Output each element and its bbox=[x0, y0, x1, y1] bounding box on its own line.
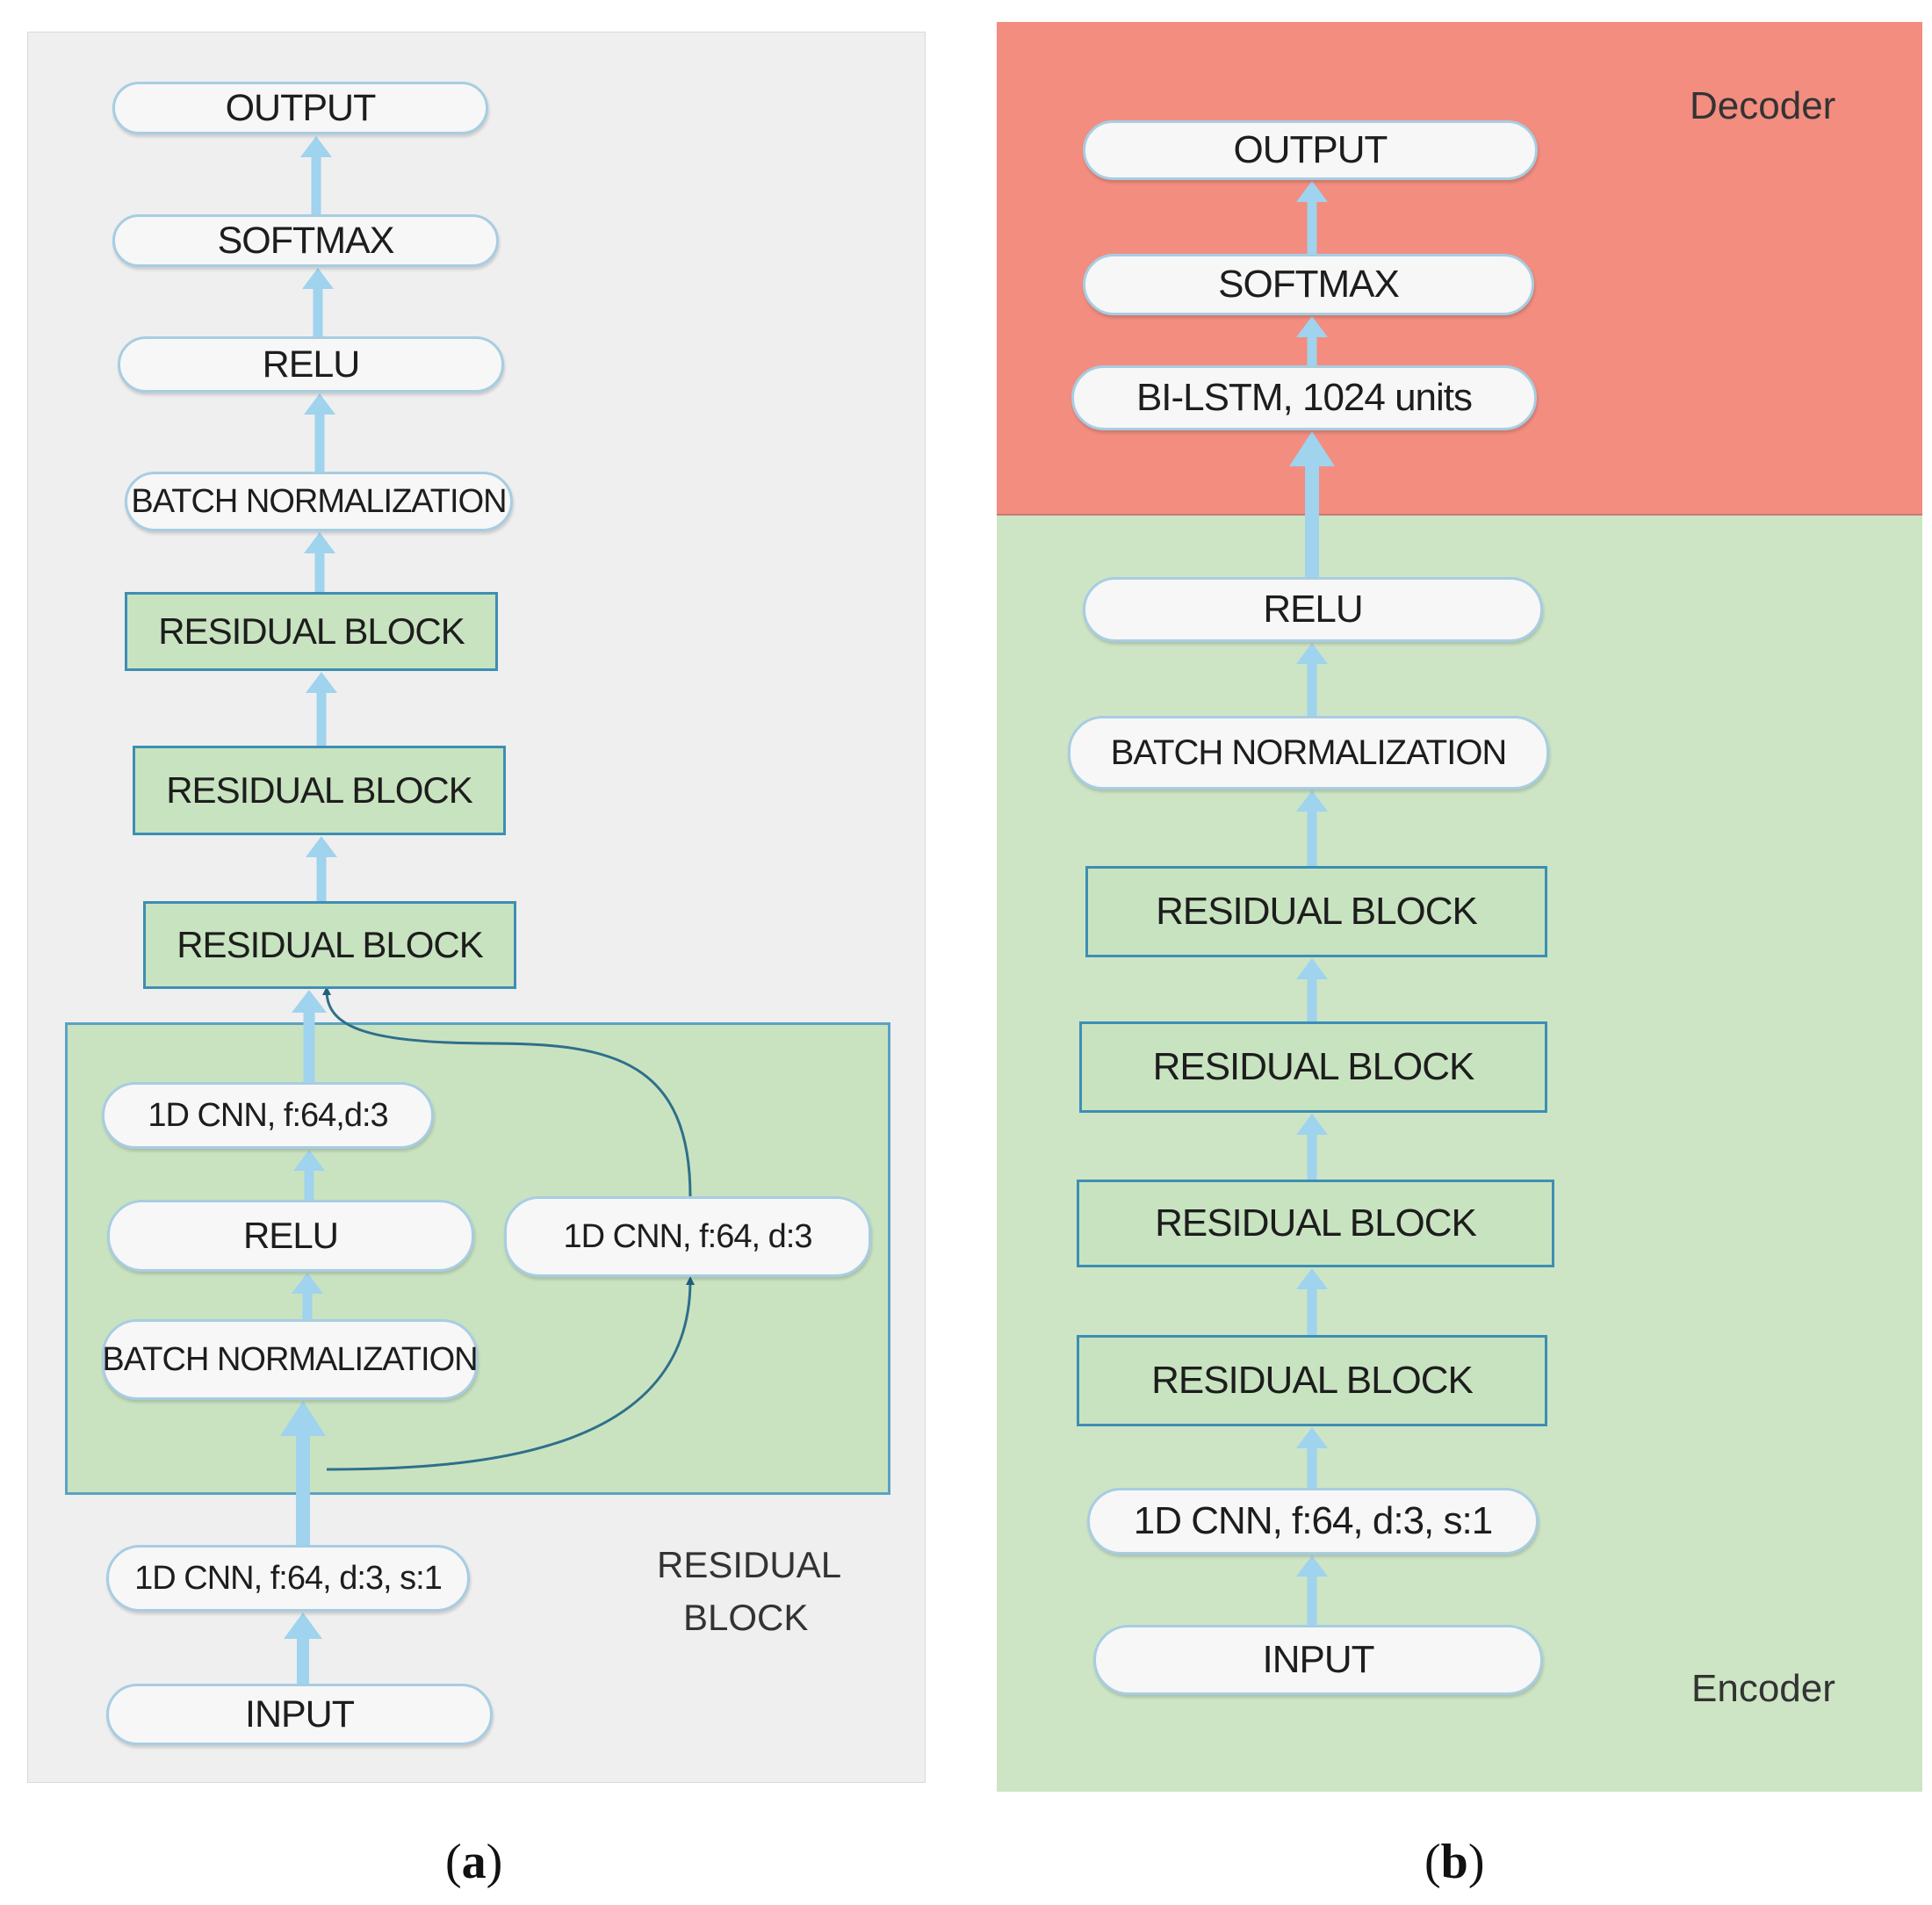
a-input-cnn-node: 1D CNN, f:64, d:3, s:1 bbox=[106, 1545, 470, 1612]
b-residual-block-1: RESIDUAL BLOCK bbox=[1077, 1335, 1547, 1426]
b-input-cnn-node: 1D CNN, f:64, d:3, s:1 bbox=[1087, 1488, 1539, 1555]
b-batch-normalization-node: BATCH NORMALIZATION bbox=[1068, 716, 1549, 790]
b-arrow-res3-res4 bbox=[1296, 958, 1328, 1021]
b-arrow-inputcnn-res1 bbox=[1296, 1427, 1328, 1488]
b-bilstm-node: BI-LSTM, 1024 units bbox=[1071, 365, 1537, 430]
a-arrow-bn-relu bbox=[304, 393, 335, 472]
b-arrow-bn-relu bbox=[1296, 643, 1328, 716]
skip-connection-curve-in bbox=[326, 1276, 695, 1471]
a-arrow-softmax-output bbox=[300, 136, 332, 215]
caption-a-open: ( bbox=[445, 1835, 462, 1889]
decoder-label: Decoder bbox=[1690, 84, 1836, 127]
a-relu-node: RELU bbox=[118, 336, 504, 393]
a-arrow-innerbn-innerrelu bbox=[292, 1273, 323, 1319]
caption-a: (a) bbox=[445, 1834, 502, 1890]
a-arrow-innerrelu-innercnn bbox=[293, 1150, 325, 1200]
b-input-node: INPUT bbox=[1093, 1625, 1543, 1695]
a-batch-normalization-node: BATCH NORMALIZATION bbox=[125, 472, 513, 531]
caption-b: (b) bbox=[1424, 1834, 1484, 1890]
b-arrow-res1-res2 bbox=[1296, 1268, 1328, 1335]
b-residual-block-2: RESIDUAL BLOCK bbox=[1077, 1180, 1554, 1267]
a-arrow-inputcnn-innerbn bbox=[280, 1401, 326, 1545]
b-softmax-node: SOFTMAX bbox=[1083, 254, 1534, 315]
a-inner-cnn-node: 1D CNN, f:64,d:3 bbox=[102, 1082, 434, 1149]
caption-a-close: ) bbox=[486, 1835, 503, 1889]
a-output-node: OUTPUT bbox=[112, 82, 488, 134]
a-input-node: INPUT bbox=[106, 1684, 493, 1745]
a-inner-relu-node: RELU bbox=[107, 1200, 474, 1272]
b-residual-block-4: RESIDUAL BLOCK bbox=[1085, 866, 1547, 957]
caption-a-letter: a bbox=[461, 1835, 487, 1889]
a-arrow-res3-bn bbox=[304, 532, 335, 592]
a-arrow-innercnn-res1 bbox=[292, 990, 327, 1082]
caption-b-close: ) bbox=[1467, 1835, 1485, 1889]
skip-connection-curve-up bbox=[322, 986, 692, 1198]
a-skip-cnn-node: 1D CNN, f:64, d:3 bbox=[504, 1196, 871, 1277]
a-arrow-input-inputcnn bbox=[284, 1613, 322, 1684]
b-arrow-relu-bilstm bbox=[1289, 431, 1335, 577]
encoder-label: Encoder bbox=[1691, 1667, 1835, 1710]
a-residual-block-2: RESIDUAL BLOCK bbox=[133, 746, 506, 835]
b-residual-block-3: RESIDUAL BLOCK bbox=[1079, 1021, 1547, 1113]
a-arrow-res2-res3 bbox=[306, 672, 337, 746]
b-relu-node: RELU bbox=[1083, 577, 1543, 642]
b-arrow-bilstm-softmax bbox=[1296, 316, 1328, 365]
b-arrow-input-inputcnn bbox=[1296, 1555, 1328, 1625]
a-residual-block-label-line1: RESIDUAL bbox=[657, 1544, 842, 1585]
b-arrow-softmax-output bbox=[1296, 181, 1328, 254]
caption-b-letter: b bbox=[1440, 1835, 1468, 1889]
b-arrow-res4-bn bbox=[1296, 790, 1328, 866]
a-arrow-relu-softmax bbox=[302, 268, 334, 336]
b-output-node: OUTPUT bbox=[1083, 120, 1538, 180]
b-arrow-res2-res3 bbox=[1296, 1114, 1328, 1180]
a-inner-batch-normalization-node: BATCH NORMALIZATION bbox=[102, 1319, 479, 1400]
a-residual-block-label-line2: BLOCK bbox=[683, 1597, 809, 1638]
a-residual-block-1: RESIDUAL BLOCK bbox=[143, 901, 516, 989]
caption-b-open: ( bbox=[1424, 1835, 1441, 1889]
a-softmax-node: SOFTMAX bbox=[112, 214, 499, 267]
a-arrow-res1-res2 bbox=[306, 836, 337, 901]
a-residual-block-3: RESIDUAL BLOCK bbox=[125, 592, 498, 671]
